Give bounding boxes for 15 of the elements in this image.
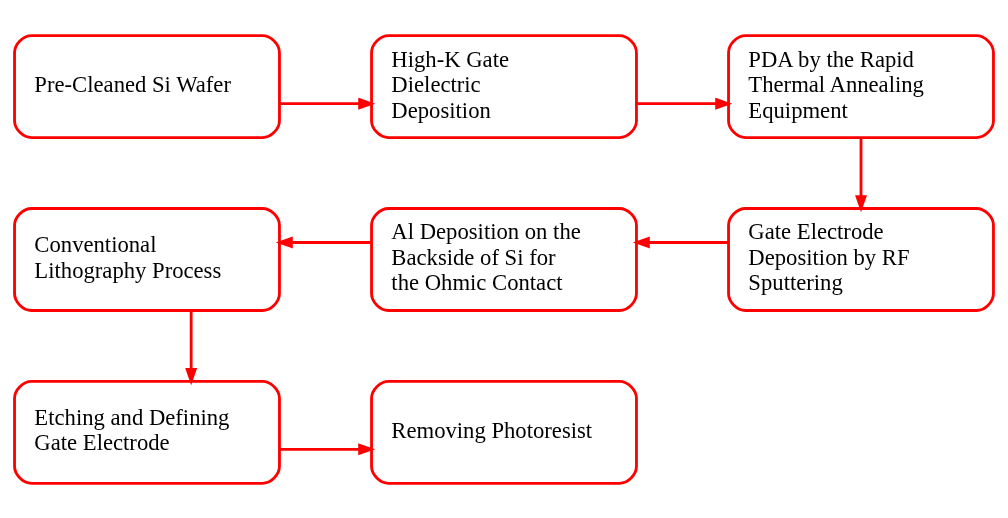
arrow bbox=[279, 442, 376, 455]
arrow bbox=[279, 97, 376, 110]
node-box: High-K Gate Dielectric Deposition bbox=[370, 33, 638, 139]
node-box: PDA by the Rapid Thermal Annealing Equipment bbox=[727, 33, 995, 139]
arrow bbox=[275, 236, 372, 248]
node-box: Al Deposition on the Backside of Si for the Ohmic Contact bbox=[370, 206, 638, 312]
node-box: Pre-Cleaned Si Wafer bbox=[13, 33, 281, 139]
arrow bbox=[636, 97, 733, 110]
arrow bbox=[632, 236, 729, 248]
node-box: Conventional Lithography Process bbox=[13, 206, 281, 312]
arrow bbox=[185, 310, 198, 385]
node-box: Etching and Defining Gate Electrode bbox=[13, 379, 281, 485]
node-box: Gate Electrode Deposition by RF Sputtering bbox=[727, 206, 995, 312]
node-box: Removing Photoresist bbox=[370, 379, 638, 485]
arrow bbox=[855, 137, 867, 212]
